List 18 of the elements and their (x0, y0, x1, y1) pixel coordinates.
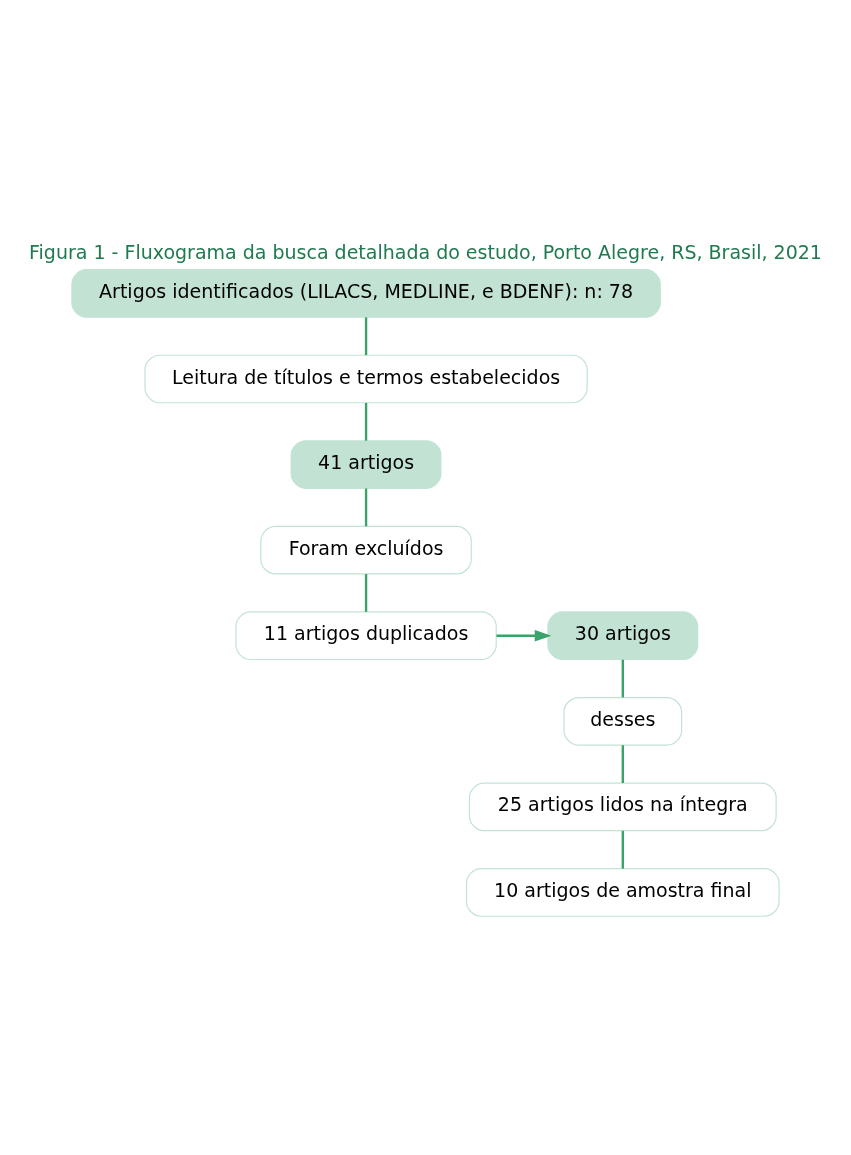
node-box: 11 artigos duplicados (235, 611, 497, 661)
arrow (496, 629, 552, 642)
node-box: Foram excluídos (260, 525, 472, 575)
node-box: Artigos identificados (LILACS, MEDLINE, e BDENF): n: 78 (71, 269, 661, 318)
node-box: 10 artigos de amostra final (465, 868, 780, 917)
connector (621, 659, 624, 698)
node-box: desses (563, 696, 683, 746)
diagram-title: Figura 1 - Fluxograma da busca detalhada do estudo, Porto Alegre, RS, Brasil, 2021 (29, 240, 822, 263)
connector (621, 830, 624, 869)
node-box: 41 artigos (290, 440, 442, 489)
connector (621, 745, 624, 783)
node-box: 25 artigos lidos na íntegra (468, 782, 777, 832)
connector (364, 402, 368, 441)
node-box: Leitura de títulos e termos estabelecidos (144, 354, 588, 404)
connector (364, 488, 368, 527)
connector (364, 317, 368, 356)
connector (364, 574, 368, 612)
node-box: 30 artigos (547, 611, 699, 661)
